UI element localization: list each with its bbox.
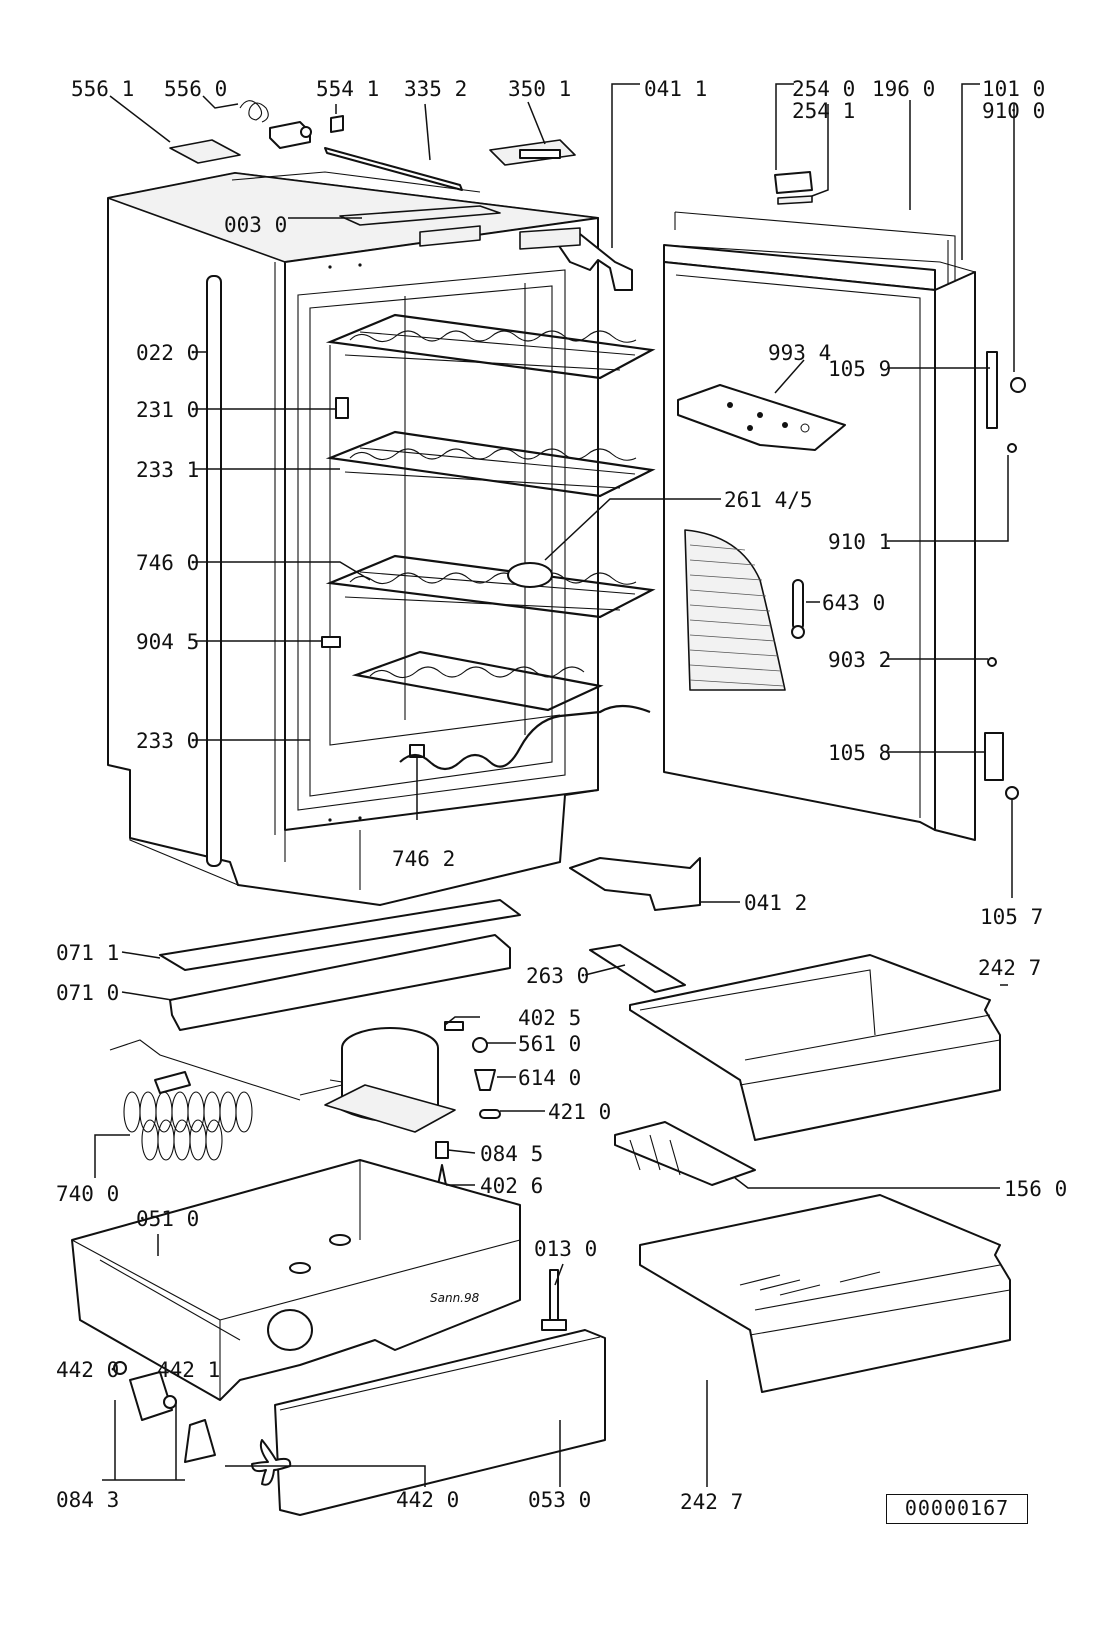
part-label: 740 0 [56, 1182, 119, 1206]
part-label: 993 4 [768, 341, 831, 365]
part-label: 614 0 [518, 1066, 581, 1090]
top-components [169, 100, 633, 291]
part-label: 053 0 [528, 1488, 591, 1512]
wire-shelves [325, 313, 656, 771]
part-label: 643 0 [822, 591, 885, 615]
part-label: 196 0 [872, 77, 935, 101]
part-label: 254 1 [792, 99, 855, 123]
part-label: 263 0 [526, 964, 589, 988]
door-assembly [569, 171, 1026, 911]
leader-lines [94, 83, 1015, 1487]
part-label: 041 1 [644, 77, 707, 101]
part-label: 242 7 [680, 1490, 743, 1514]
part-label: 013 0 [534, 1237, 597, 1261]
drawers [614, 954, 1011, 1393]
part-label: 261 4/5 [724, 488, 813, 512]
part-label: 105 9 [828, 357, 891, 381]
part-label: 442 0 [396, 1488, 459, 1512]
part-label: 041 2 [744, 891, 807, 915]
part-label: 554 1 [316, 77, 379, 101]
part-label: 903 2 [828, 648, 891, 672]
part-label: 910 0 [982, 99, 1045, 123]
part-label: 105 8 [828, 741, 891, 765]
part-label: 242 7 [978, 956, 1041, 980]
part-label: 421 0 [548, 1100, 611, 1124]
part-label: 084 3 [56, 1488, 119, 1512]
cabinet-body [107, 171, 599, 906]
part-label: 442 0 [56, 1358, 119, 1382]
part-label: 561 0 [518, 1032, 581, 1056]
part-label: 233 1 [136, 458, 199, 482]
part-label: 105 7 [980, 905, 1043, 929]
part-label: 254 0 [792, 77, 855, 101]
part-label: 746 2 [392, 847, 455, 871]
engraving-text: Sann.98 [430, 1291, 480, 1305]
part-label: 350 1 [508, 77, 571, 101]
part-label: 335 2 [404, 77, 467, 101]
part-label: 231 0 [136, 398, 199, 422]
part-label: 442 1 [157, 1358, 220, 1382]
part-labels: 556 1 556 0 554 1 335 2 350 1 041 1 254 … [56, 77, 1067, 1514]
part-label: 071 1 [56, 941, 119, 965]
part-label: 003 0 [224, 213, 287, 237]
part-label: 402 6 [480, 1174, 543, 1198]
part-label: 071 0 [56, 981, 119, 1005]
part-label: 746 0 [136, 551, 199, 575]
part-label: 556 0 [164, 77, 227, 101]
part-label: 022 0 [136, 341, 199, 365]
part-label: 101 0 [982, 77, 1045, 101]
part-label: 402 5 [518, 1006, 581, 1030]
part-label: 233 0 [136, 729, 199, 753]
part-label: 084 5 [480, 1142, 543, 1166]
part-label: 904 5 [136, 630, 199, 654]
drawing-code: 00000167 [886, 1494, 1028, 1524]
part-label: 156 0 [1004, 1177, 1067, 1201]
lower-components [71, 899, 686, 1516]
part-label: 910 1 [828, 530, 891, 554]
part-label: 051 0 [136, 1207, 199, 1231]
part-label: 556 1 [71, 77, 134, 101]
